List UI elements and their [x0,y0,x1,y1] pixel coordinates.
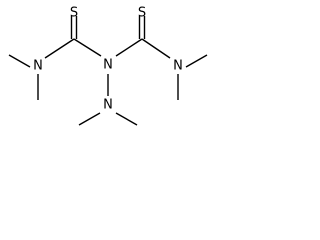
bond-n2-c2 [115,38,143,57]
bond-n1-me-left [8,54,31,68]
atom-sulfur-left: S [70,6,78,21]
bond-c2-n3 [141,38,171,59]
atom-nitrogen-center: N [103,58,113,73]
bond-c1-n2 [73,38,102,57]
atom-labels: S S N N N N [33,6,183,113]
bond-n3-me-right [185,54,208,68]
atom-nitrogen-bottom: N [103,98,113,113]
bond-n4-me-left [78,112,101,126]
bond-n4-me-right [115,112,138,126]
bonds [8,16,208,126]
atom-sulfur-right: S [138,6,146,21]
bond-c1-n1 [44,38,75,59]
atom-nitrogen-left: N [33,59,43,74]
chemical-structure: S S N N N N [8,6,208,126]
atom-nitrogen-right: N [173,59,183,74]
